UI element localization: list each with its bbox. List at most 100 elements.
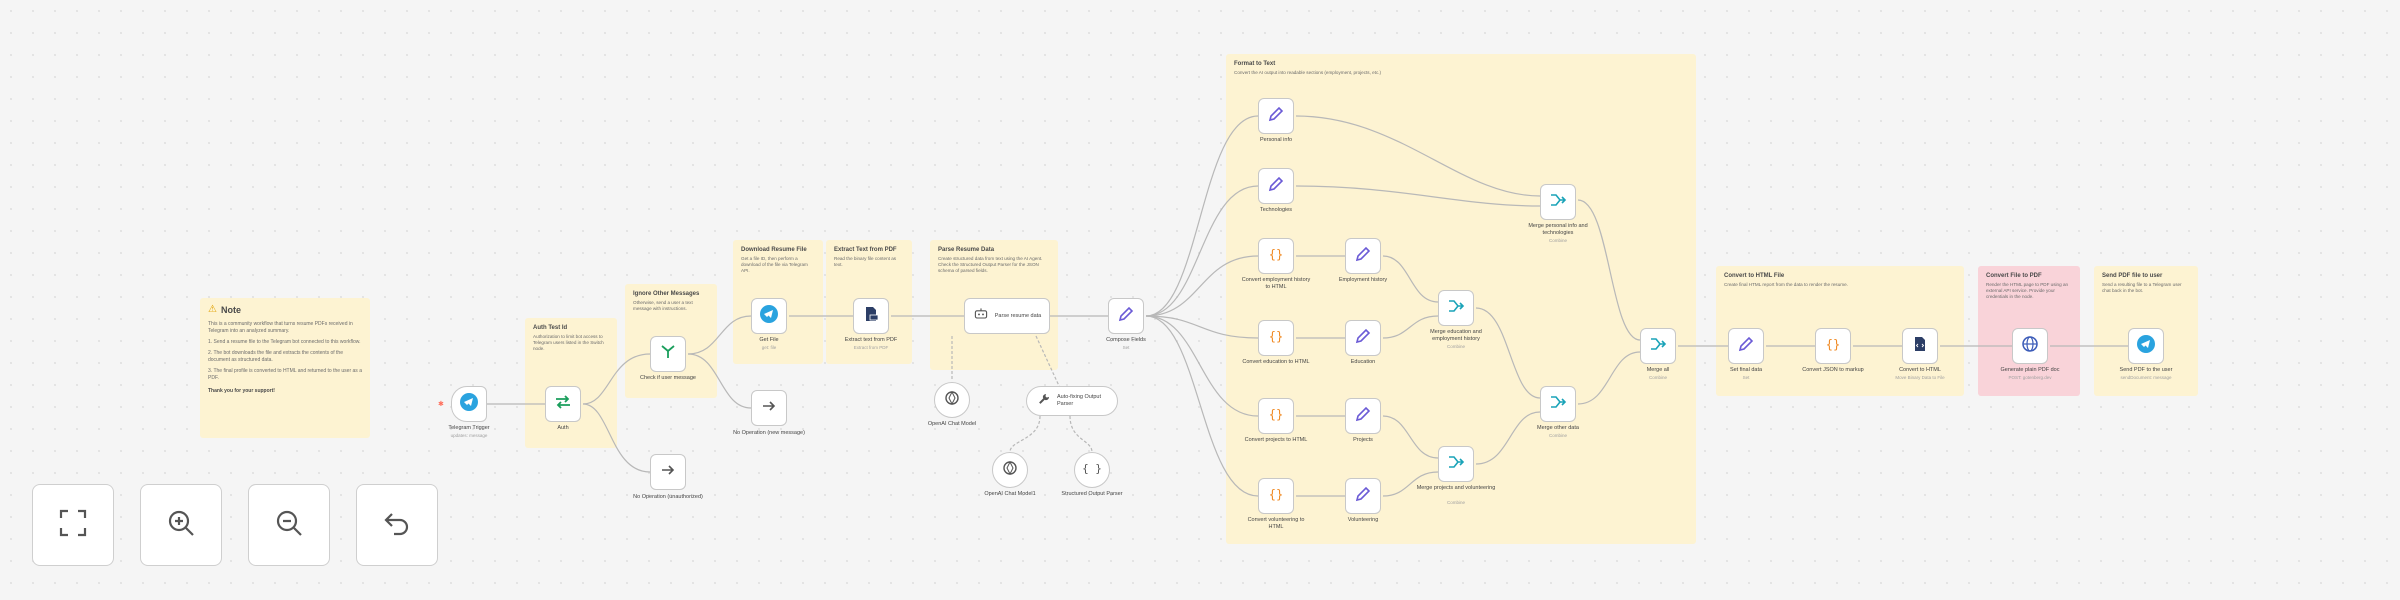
node-telegram-trigger[interactable] (451, 386, 487, 422)
node-openai-chat-model-1[interactable] (992, 452, 1028, 488)
node-compose-fields[interactable] (1108, 298, 1144, 334)
pen-icon (1736, 334, 1756, 359)
sticky-title: Convert File to PDF (1986, 273, 2042, 279)
node-auto-fixing-parser[interactable]: Auto-fixing Output Parser (1026, 386, 1118, 416)
node-employment-history[interactable] (1345, 238, 1381, 274)
sticky-body: Otherwise, send a user a text message wi… (633, 300, 693, 312)
node-label: Employment history (1338, 277, 1388, 283)
note-paragraph: 1. Send a resume file to the Telegram bo… (208, 339, 361, 345)
node-check-message[interactable] (650, 336, 686, 372)
node-label: Merge personal info and technologies (1528, 223, 1588, 236)
robot-icon (973, 306, 989, 327)
svg-text:{}: {} (1269, 487, 1283, 501)
sticky-body: Render the HTML page to PDF using an ext… (1986, 282, 2069, 300)
sticky-note-main[interactable]: ⚠ Note This is a community workflow that… (200, 298, 370, 438)
node-label: Check if user message (640, 375, 696, 381)
node-projects[interactable] (1345, 398, 1381, 434)
node-label: Auth (557, 425, 569, 431)
node-convert-json-markup[interactable]: {} (1815, 328, 1851, 364)
node-no-op-new-message[interactable] (751, 390, 787, 426)
zoom-out-button[interactable] (248, 484, 330, 566)
node-convert-education[interactable]: {} (1258, 320, 1294, 356)
svg-text:{}: {} (1269, 407, 1283, 421)
node-send-pdf[interactable] (2128, 328, 2164, 364)
zoom-in-button[interactable] (140, 484, 222, 566)
node-merge-education-employment[interactable] (1438, 290, 1474, 326)
svg-text:{}: {} (1826, 337, 1840, 351)
node-convert-volunteering[interactable]: {} (1258, 478, 1294, 514)
telegram-icon (2136, 334, 2156, 359)
node-volunteering[interactable] (1345, 478, 1381, 514)
node-label: Education (1350, 359, 1376, 365)
fit-view-button[interactable] (32, 484, 114, 566)
sticky-title: Auth Test Id (533, 325, 568, 331)
node-technologies[interactable] (1258, 168, 1294, 204)
node-label: Merge education and employment history (1430, 329, 1482, 342)
code-icon: {} (1266, 244, 1286, 269)
openai-icon (942, 388, 962, 413)
merge-icon (1548, 190, 1568, 215)
node-sublabel: Combine (1548, 433, 1567, 438)
svg-text:{ }: { } (1082, 462, 1102, 475)
telegram-icon (759, 304, 779, 329)
node-label: Generate plain PDF doc (2000, 367, 2060, 373)
node-label: Convert projects to HTML (1244, 437, 1308, 443)
braces-icon: { } (1082, 458, 1102, 483)
node-no-op-unauthorized[interactable] (650, 454, 686, 490)
node-convert-to-html[interactable] (1902, 328, 1938, 364)
node-sublabel: Combine (1446, 344, 1465, 349)
svg-text:{}: {} (1269, 247, 1283, 261)
sticky-body: Create structured data from text using t… (938, 256, 1043, 274)
node-merge-projects-volunteering[interactable] (1438, 446, 1474, 482)
node-extract-pdf[interactable] (853, 298, 889, 334)
node-personal-info[interactable] (1258, 98, 1294, 134)
node-merge-personal-tech[interactable] (1540, 184, 1576, 220)
node-sublabel: Combine (1548, 238, 1567, 243)
code-icon: {} (1266, 326, 1286, 351)
node-label: OpenAI Chat Model (927, 421, 977, 427)
sticky-title: Convert to HTML File (1724, 273, 1785, 279)
node-sublabel: Move Binary Data to File (1895, 375, 1945, 380)
merge-icon (1446, 452, 1466, 477)
node-label: OpenAI Chat Model1 (984, 491, 1036, 497)
code-icon: {} (1266, 404, 1286, 429)
sticky-body: Authorization to limit bot access to Tel… (533, 334, 604, 352)
node-parse-resume-agent[interactable]: Parse resume data (964, 298, 1050, 334)
code-icon: {} (1266, 484, 1286, 509)
node-label: Convert volunteering to HTML (1247, 517, 1305, 530)
node-auth[interactable] (545, 386, 581, 422)
pen-icon (1353, 244, 1373, 269)
node-openai-chat-model[interactable] (934, 382, 970, 418)
telegram-icon (459, 392, 479, 417)
node-generate-pdf[interactable] (2012, 328, 2048, 364)
node-merge-other-data[interactable] (1540, 386, 1576, 422)
node-set-final-data[interactable] (1728, 328, 1764, 364)
merge-icon (1548, 392, 1568, 417)
file-extract-icon (861, 304, 881, 329)
node-get-file[interactable] (751, 298, 787, 334)
node-education[interactable] (1345, 320, 1381, 356)
pen-icon (1116, 304, 1136, 329)
node-merge-all[interactable] (1640, 328, 1676, 364)
zoom-out-icon (272, 506, 306, 545)
sticky-title: Format to Text (1234, 61, 1276, 67)
code-icon: {} (1823, 334, 1843, 359)
node-convert-projects[interactable]: {} (1258, 398, 1294, 434)
node-sublabel: POST: gotenberg.dev (2008, 375, 2052, 380)
fit-view-icon (56, 506, 90, 545)
node-sublabel: Combine (1446, 500, 1465, 505)
node-convert-employment[interactable]: {} (1258, 238, 1294, 274)
node-label: Set final data (1729, 367, 1763, 373)
sticky-body: Read the binary file content as text. (834, 256, 897, 268)
node-label: Merge projects and volunteering (1416, 485, 1496, 491)
openai-icon (1000, 458, 1020, 483)
node-structured-output-parser[interactable]: { } (1074, 452, 1110, 488)
globe-icon (2020, 334, 2040, 359)
note-paragraph: 3. The final profile is converted to HTM… (208, 368, 362, 381)
connection (1009, 415, 1041, 453)
node-sublabel: sendDocument: message (2120, 375, 2172, 380)
node-inner-label: Parse resume data (994, 312, 1042, 319)
warning-icon: ⚠ (208, 304, 217, 315)
reset-zoom-button[interactable] (356, 484, 438, 566)
